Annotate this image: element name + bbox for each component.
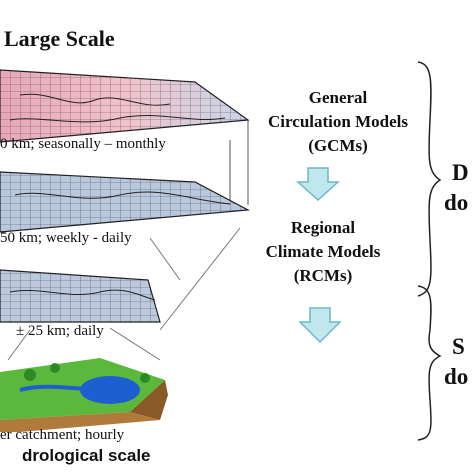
lower-right-label-line2: do bbox=[444, 364, 469, 389]
rcm-map-panel bbox=[0, 171, 251, 233]
catchment-landscape bbox=[0, 358, 168, 432]
upper-right-label-line1: D bbox=[452, 160, 469, 185]
diagram-title: Large Scale bbox=[4, 26, 115, 51]
gcm-line1: General bbox=[308, 88, 368, 107]
regional-resolution-label: ± 25 km; daily bbox=[16, 323, 104, 339]
lower-brace bbox=[417, 285, 442, 441]
rcm-resolution-label: 50 km; weekly - daily bbox=[0, 230, 132, 246]
hydrological-scale-label: drological scale bbox=[22, 446, 151, 465]
catchment-resolution-label: er catchment; hourly bbox=[0, 427, 125, 443]
gcm-model-label: General Circulation Models (GCMs) bbox=[263, 86, 413, 158]
down-arrow-icon-2 bbox=[298, 307, 342, 344]
gcm-line2: Circulation Models bbox=[268, 112, 408, 131]
rcm-model-label: Regional Climate Models (RCMs) bbox=[248, 216, 398, 288]
down-arrow-icon-1 bbox=[296, 167, 340, 202]
gcm-line3: (GCMs) bbox=[308, 136, 368, 155]
gcm-map-panel bbox=[0, 69, 250, 143]
rcm-line3: (RCMs) bbox=[293, 266, 353, 285]
upper-right-label-line2: do bbox=[444, 190, 469, 215]
upper-brace bbox=[417, 61, 442, 297]
rcm-line1: Regional bbox=[290, 218, 356, 237]
rcm-line2: Climate Models bbox=[265, 242, 381, 261]
lower-right-label-line1: S bbox=[452, 334, 465, 359]
gcm-resolution-label: 0 km; seasonally – monthly bbox=[0, 136, 166, 152]
regional-map-panel bbox=[0, 269, 161, 323]
